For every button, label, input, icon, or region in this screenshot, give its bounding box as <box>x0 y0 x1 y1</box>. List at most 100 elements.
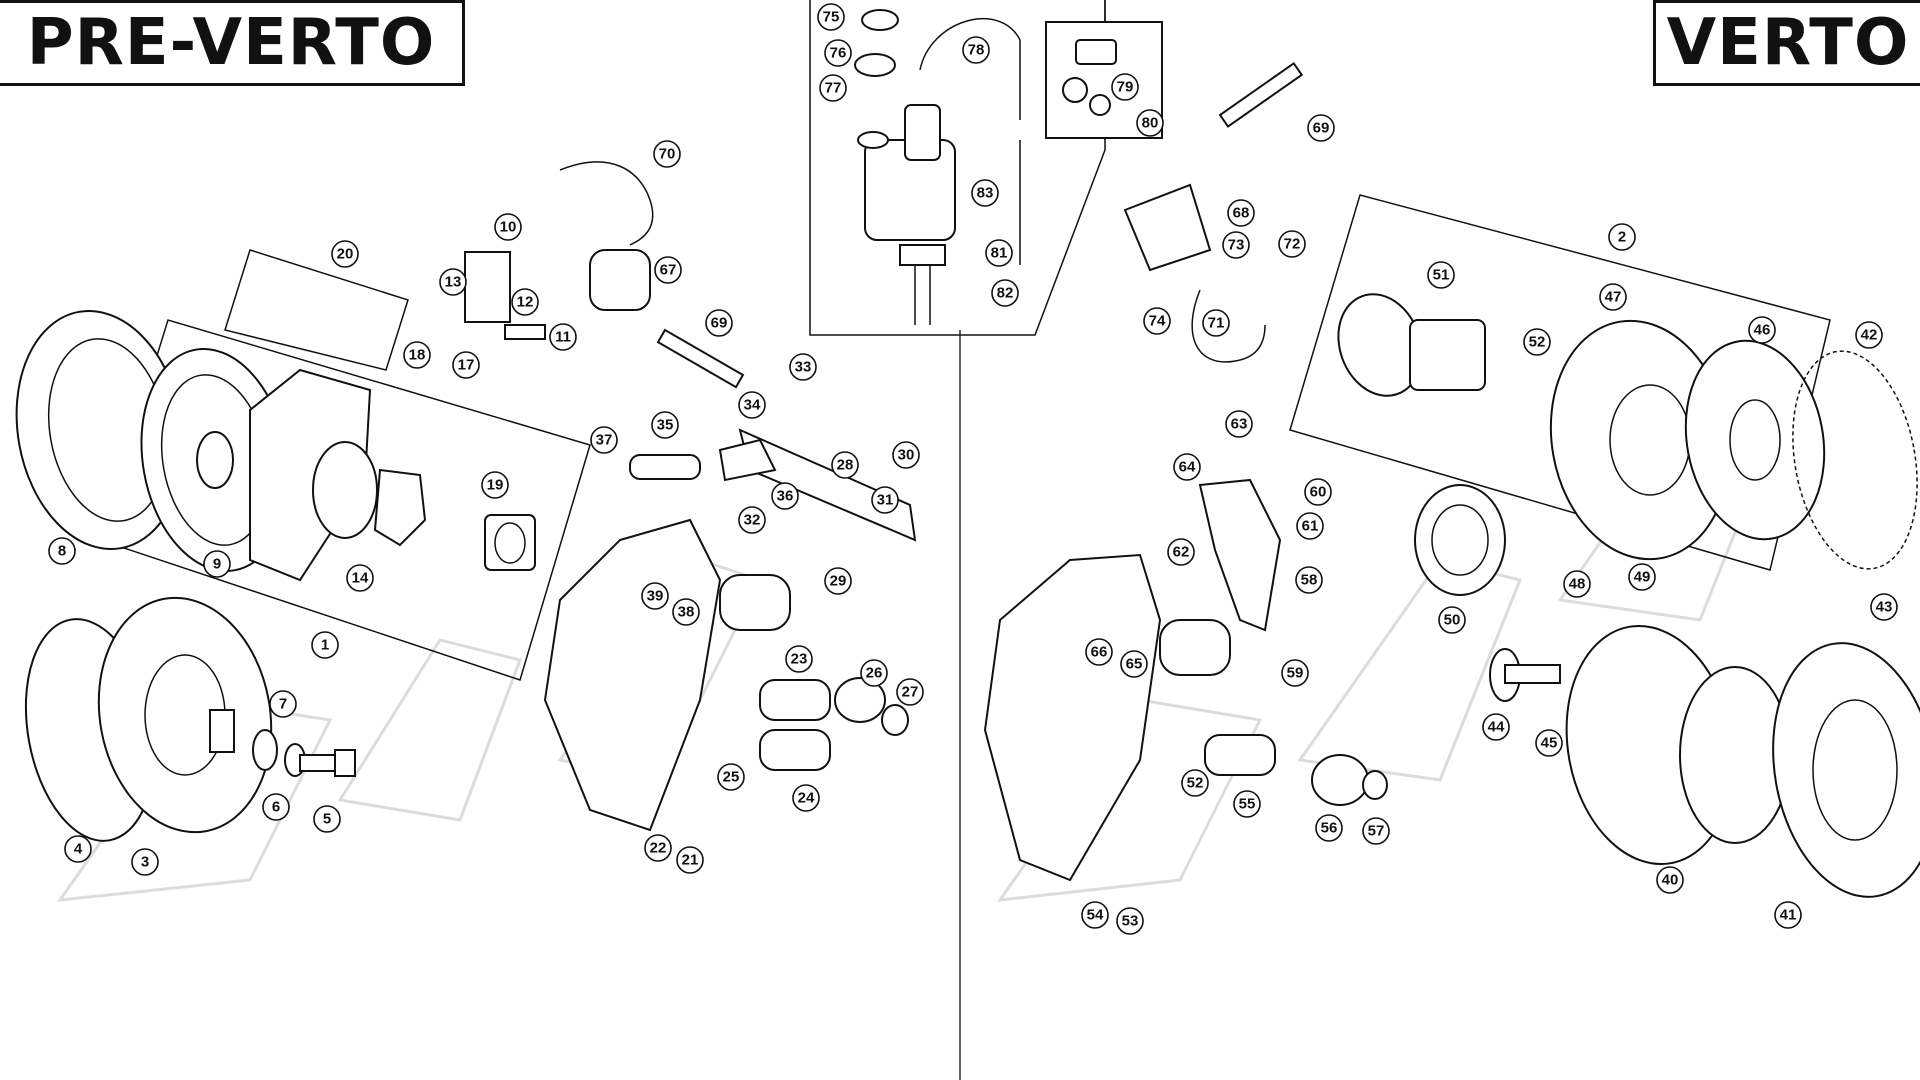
callout-69b: 69 <box>1307 114 1335 142</box>
callout-circle <box>771 482 799 510</box>
callout-9: 9 <box>203 550 231 578</box>
callout-82: 82 <box>991 279 1019 307</box>
callout-circle <box>403 341 431 369</box>
callout-circle <box>871 486 899 514</box>
callout-50: 50 <box>1438 606 1466 634</box>
callout-circle <box>1304 478 1332 506</box>
callout-30: 30 <box>892 441 920 469</box>
callout-number: 54 <box>1087 907 1104 924</box>
callout-circle <box>1362 817 1390 845</box>
callout-39: 39 <box>641 582 669 610</box>
callout-number: 11 <box>555 329 571 346</box>
callout-circle <box>1563 570 1591 598</box>
callout-number: 27 <box>902 684 919 701</box>
callout-circle <box>817 3 845 31</box>
callout-71: 71 <box>1202 309 1230 337</box>
callout-circle <box>452 351 480 379</box>
callout-number: 28 <box>837 457 854 474</box>
callout-number: 69 <box>711 315 728 332</box>
flywheel-bolt-washers <box>252 729 356 777</box>
callout-55: 55 <box>1233 790 1261 818</box>
callout-circle <box>1307 114 1335 142</box>
callout-number: 29 <box>830 573 847 590</box>
callout-number: 42 <box>1861 327 1878 344</box>
callout-circle <box>789 353 817 381</box>
callout-number: 22 <box>650 840 667 857</box>
callout-number: 65 <box>1126 656 1143 673</box>
callout-68: 68 <box>1227 199 1255 227</box>
callout-number: 23 <box>791 651 808 668</box>
callout-5: 5 <box>313 805 341 833</box>
callout-circle <box>481 471 509 499</box>
callout-76: 76 <box>824 39 852 67</box>
callout-circle <box>1774 901 1802 929</box>
callout-24: 24 <box>792 784 820 812</box>
callout-circle <box>644 834 672 862</box>
callout-number: 58 <box>1301 572 1318 589</box>
callout-number: 26 <box>866 665 883 682</box>
verto-driven-plate <box>1684 339 1826 541</box>
callout-circle <box>819 74 847 102</box>
callout-77: 77 <box>819 74 847 102</box>
verto-flywheel-bolt <box>1489 648 1561 702</box>
callout-17: 17 <box>452 351 480 379</box>
callout-72: 72 <box>1278 230 1306 258</box>
callout-number: 62 <box>1173 544 1190 561</box>
callout-circle <box>1233 790 1261 818</box>
callout-circle <box>549 323 577 351</box>
callout-circle <box>971 179 999 207</box>
section-divider <box>809 0 1106 1080</box>
callout-49: 49 <box>1628 563 1656 591</box>
callout-31: 31 <box>871 486 899 514</box>
callout-circle <box>892 441 920 469</box>
callout-number: 7 <box>279 696 287 713</box>
callout-number: 12 <box>517 294 534 311</box>
callout-number: 14 <box>352 570 369 587</box>
callout-circle <box>1227 199 1255 227</box>
callout-number: 70 <box>659 146 676 163</box>
callout-65: 65 <box>1120 650 1148 678</box>
callout-27: 27 <box>896 678 924 706</box>
callout-number: 32 <box>744 512 761 529</box>
callout-number: 64 <box>1179 459 1196 476</box>
callout-number: 51 <box>1433 267 1450 284</box>
callout-number: 52 <box>1529 334 1546 351</box>
callout-57: 57 <box>1362 817 1390 845</box>
callout-number: 63 <box>1231 416 1248 433</box>
callout-67: 67 <box>654 256 682 284</box>
callout-number: 21 <box>682 852 699 869</box>
callout-circle <box>511 288 539 316</box>
callout-circle <box>962 36 990 64</box>
callout-number: 18 <box>409 347 426 364</box>
callout-52b: 52 <box>1181 769 1209 797</box>
callout-circle <box>792 784 820 812</box>
clutch-cover-spring-assembly <box>249 368 427 582</box>
callout-number: 56 <box>1321 820 1338 837</box>
callout-number: 45 <box>1541 735 1558 752</box>
callout-circle <box>1136 109 1164 137</box>
master-cylinder-inset <box>854 9 1163 325</box>
callout-12: 12 <box>511 288 539 316</box>
release-bearing <box>484 514 536 571</box>
callout-circle <box>1120 650 1148 678</box>
callout-number: 46 <box>1754 322 1771 339</box>
callout-25: 25 <box>717 763 745 791</box>
callout-circle <box>262 793 290 821</box>
callout-26: 26 <box>860 659 888 687</box>
callout-66: 66 <box>1085 638 1113 666</box>
callout-circle <box>313 805 341 833</box>
callout-circle <box>1315 814 1343 842</box>
callout-circle <box>1081 901 1109 929</box>
callout-number: 20 <box>337 246 354 263</box>
callout-number: 8 <box>58 543 66 560</box>
callout-53: 53 <box>1116 907 1144 935</box>
callout-circle <box>1870 593 1898 621</box>
callout-number: 40 <box>1662 872 1679 889</box>
callout-number: 41 <box>1780 907 1797 924</box>
callout-79: 79 <box>1111 73 1139 101</box>
callout-circle <box>1599 283 1627 311</box>
callout-62: 62 <box>1167 538 1195 566</box>
release-lever-pivot <box>759 677 909 771</box>
callout-23: 23 <box>785 645 813 673</box>
callout-number: 47 <box>1605 289 1622 306</box>
